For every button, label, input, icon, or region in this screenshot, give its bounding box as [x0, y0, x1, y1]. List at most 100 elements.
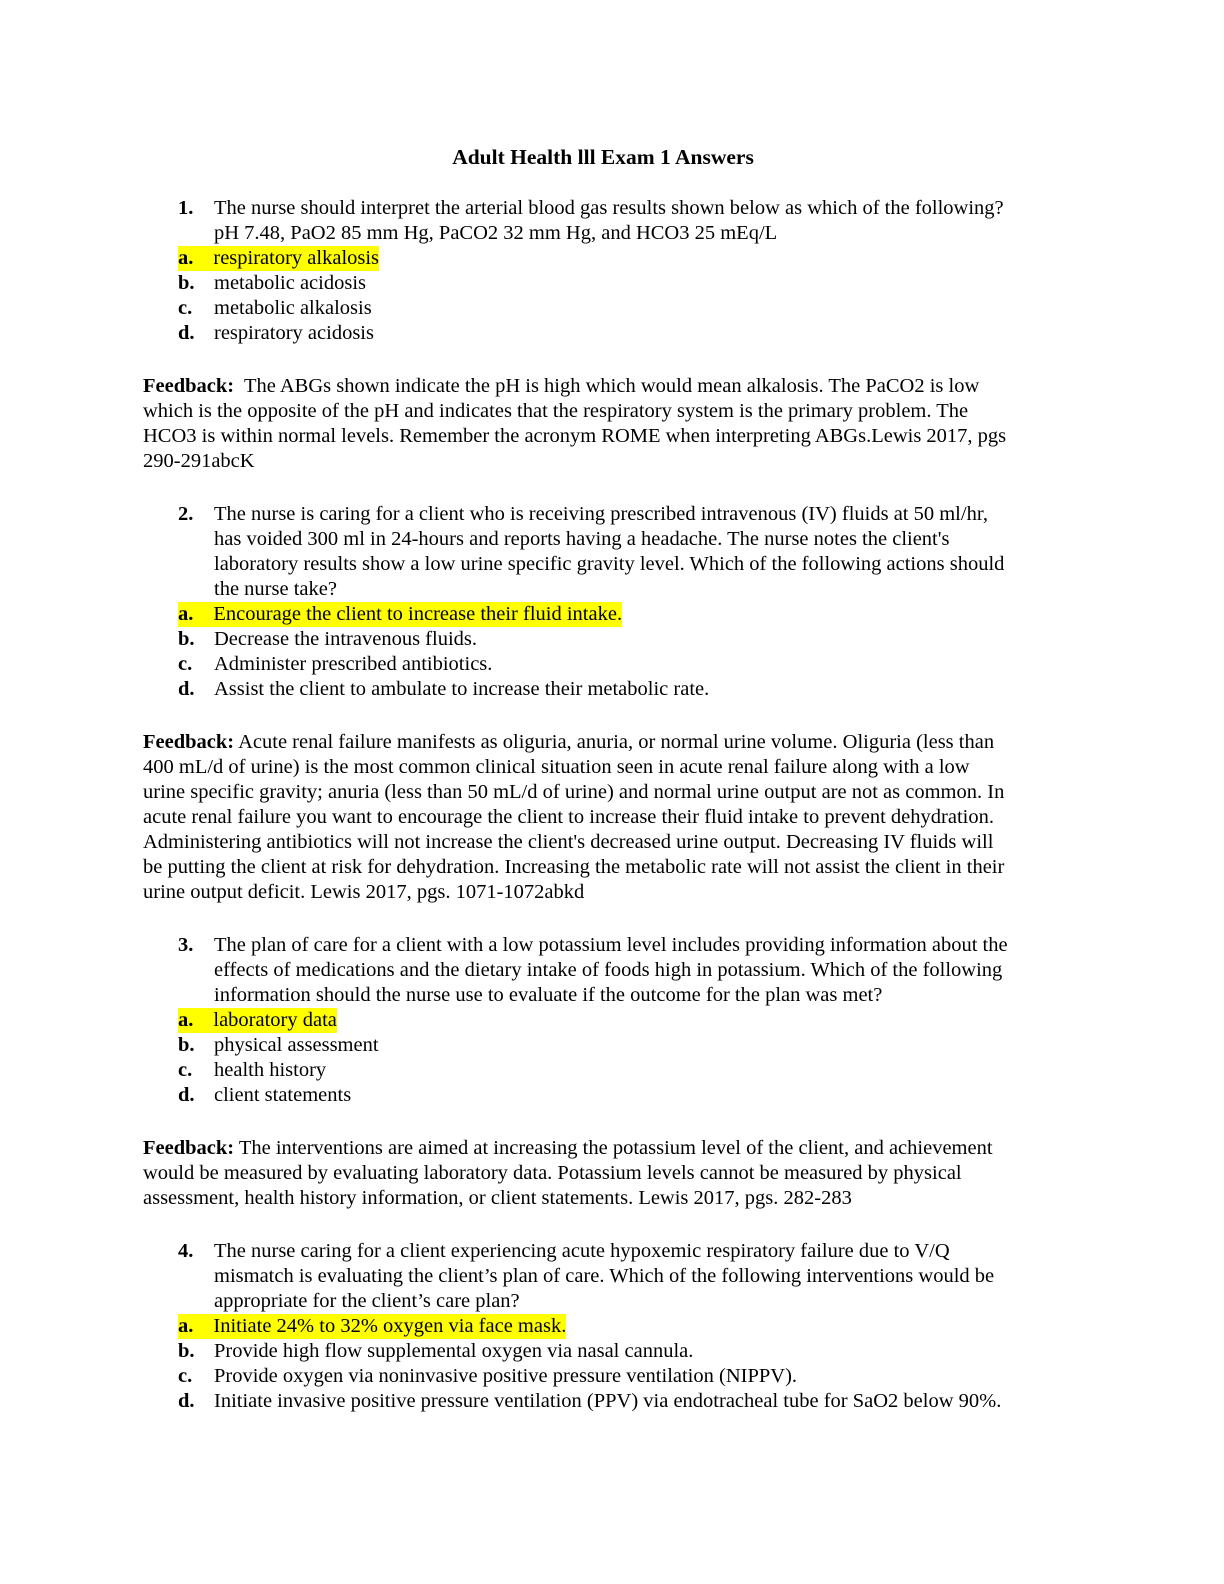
question-text: the nurse take?: [214, 578, 337, 600]
feedback-line: acute renal failure you want to encourag…: [143, 806, 994, 828]
highlight-marker: a. Initiate 24% to 32% oxygen via face ma…: [178, 1314, 567, 1339]
feedback-line: Feedback: The interventions are aimed at…: [143, 1136, 1063, 1161]
question-stem-line: information should the nurse use to eval…: [0, 983, 1224, 1008]
answer-option: c. metabolic alkalosis: [0, 296, 1224, 321]
option-letter: d.: [178, 322, 195, 344]
question-text: The plan of care for a client with a low…: [214, 934, 1008, 956]
feedback-line: 290-291abcK: [143, 450, 255, 472]
question-text: laboratory results show a low urine spec…: [214, 553, 1005, 575]
question-text: The nurse caring for a client experienci…: [214, 1240, 950, 1262]
feedback-line: would be measured by evaluating laborato…: [143, 1162, 962, 1184]
option-text: physical assessment: [214, 1034, 379, 1056]
option-letter: d.: [178, 1084, 195, 1106]
option-letter: c.: [178, 297, 193, 319]
option-text: Decrease the intravenous fluids.: [214, 628, 477, 650]
question-text: has voided 300 ml in 24-hours and report…: [214, 528, 950, 550]
option-text: metabolic acidosis: [214, 272, 366, 294]
feedback-label: Feedback:: [143, 375, 235, 397]
feedback-text: Acute renal failure manifests as oliguri…: [234, 731, 995, 753]
question-stem-line: 2. The nurse is caring for a client who …: [0, 502, 1224, 527]
question-number: 2.: [178, 503, 194, 525]
feedback-line: assessment, health history information, …: [143, 1187, 852, 1209]
answer-option: c. Administer prescribed antibiotics.: [0, 652, 1224, 677]
option-text: client statements: [214, 1084, 352, 1106]
question-2: 2. The nurse is caring for a client who …: [0, 502, 1224, 702]
question-text: pH 7.48, PaO2 85 mm Hg, PaCO2 32 mm Hg, …: [214, 222, 778, 244]
question-number: 1.: [178, 197, 194, 219]
answer-option: b. Decrease the intravenous fluids.: [0, 627, 1224, 652]
answer-option: c. health history: [0, 1058, 1224, 1083]
option-text: Initiate invasive positive pressure vent…: [214, 1390, 1002, 1412]
answer-option-correct: a. Initiate 24% to 32% oxygen via face ma…: [0, 1314, 1224, 1339]
feedback-label: Feedback:: [143, 1137, 235, 1159]
highlight-marker: a. laboratory data: [178, 1008, 337, 1033]
answer-option: d. client statements: [0, 1083, 1224, 1108]
highlight-marker: a. respiratory alkalosis: [178, 246, 380, 271]
document-title: Adult Health lll Exam 1 Answers: [452, 145, 754, 169]
option-text: Encourage the client to increase their f…: [213, 603, 623, 625]
feedback-line: urine specific gravity; anuria (less tha…: [143, 781, 1005, 803]
question-text: information should the nurse use to eval…: [214, 984, 883, 1006]
question-stem-line: appropriate for the client’s care plan?: [0, 1289, 1224, 1314]
feedback-text: The ABGs shown indicate the pH is high w…: [234, 375, 980, 397]
option-letter: d.: [178, 1390, 195, 1412]
question-4: 4. The nurse caring for a client experie…: [0, 1239, 1224, 1414]
option-letter: d.: [178, 678, 195, 700]
option-letter: c.: [178, 653, 193, 675]
feedback-line: be putting the client at risk for dehydr…: [143, 856, 1005, 878]
question-number: 3.: [178, 934, 194, 956]
question-stem-line: effects of medications and the dietary i…: [0, 958, 1224, 983]
feedback-3: Feedback: The interventions are aimed at…: [143, 1136, 1063, 1211]
feedback-line: urine output deficit. Lewis 2017, pgs. 1…: [143, 881, 585, 903]
answer-option: b. physical assessment: [0, 1033, 1224, 1058]
option-text: Initiate 24% to 32% oxygen via face mask…: [213, 1315, 567, 1337]
feedback-line: HCO3 is within normal levels. Remember t…: [143, 425, 1007, 447]
option-letter: b.: [178, 628, 195, 650]
option-text: Provide oxygen via noninvasive positive …: [214, 1365, 798, 1387]
question-text: effects of medications and the dietary i…: [214, 959, 1003, 981]
answer-option-correct: a. respiratory alkalosis: [0, 246, 1224, 271]
option-text: respiratory alkalosis: [213, 247, 380, 269]
question-stem-line: mismatch is evaluating the client’s plan…: [0, 1264, 1224, 1289]
answer-option-correct: a. Encourage the client to increase their…: [0, 602, 1224, 627]
question-stem-line: laboratory results show a low urine spec…: [0, 552, 1224, 577]
option-letter: b.: [178, 1034, 195, 1056]
question-text: The nurse should interpret the arterial …: [214, 197, 1004, 219]
question-stem-line: 3. The plan of care for a client with a …: [0, 933, 1224, 958]
question-3: 3. The plan of care for a client with a …: [0, 933, 1224, 1108]
question-text: mismatch is evaluating the client’s plan…: [214, 1265, 995, 1287]
feedback-line: Feedback: The ABGs shown indicate the pH…: [143, 374, 1063, 399]
question-text: appropriate for the client’s care plan?: [214, 1290, 520, 1312]
feedback-line: Feedback: Acute renal failure manifests …: [143, 730, 1063, 755]
option-text: laboratory data: [213, 1009, 337, 1031]
question-stem-line: the nurse take?: [0, 577, 1224, 602]
option-text: metabolic alkalosis: [214, 297, 372, 319]
option-text: respiratory acidosis: [214, 322, 374, 344]
option-letter: c.: [178, 1365, 193, 1387]
option-letter: b.: [178, 1340, 195, 1362]
answer-option-correct: a. laboratory data: [0, 1008, 1224, 1033]
answer-option: b. Provide high flow supplemental oxygen…: [0, 1339, 1224, 1364]
feedback-2: Feedback: Acute renal failure manifests …: [143, 730, 1063, 905]
option-letter: a.: [178, 1009, 194, 1031]
feedback-line: which is the opposite of the pH and indi…: [143, 400, 969, 422]
option-letter: a.: [178, 1315, 194, 1337]
option-text: Provide high flow supplemental oxygen vi…: [214, 1340, 694, 1362]
question-text: The nurse is caring for a client who is …: [214, 503, 988, 525]
feedback-line: 400 mL/d of urine) is the most common cl…: [143, 756, 970, 778]
question-stem-line: has voided 300 ml in 24-hours and report…: [0, 527, 1224, 552]
option-letter: a.: [178, 247, 194, 269]
option-text: Assist the client to ambulate to increas…: [214, 678, 710, 700]
option-letter: a.: [178, 603, 194, 625]
answer-option: c. Provide oxygen via noninvasive positi…: [0, 1364, 1224, 1389]
option-letter: b.: [178, 272, 195, 294]
question-1: 1. The nurse should interpret the arteri…: [0, 196, 1224, 346]
feedback-text: The interventions are aimed at increasin…: [234, 1137, 993, 1159]
feedback-line: Administering antibiotics will not incre…: [143, 831, 994, 853]
option-letter: c.: [178, 1059, 193, 1081]
question-stem-line: pH 7.48, PaO2 85 mm Hg, PaCO2 32 mm Hg, …: [0, 221, 1224, 246]
feedback-label: Feedback:: [143, 731, 235, 753]
highlight-marker: a. Encourage the client to increase their…: [178, 602, 623, 627]
question-number: 4.: [178, 1240, 194, 1262]
